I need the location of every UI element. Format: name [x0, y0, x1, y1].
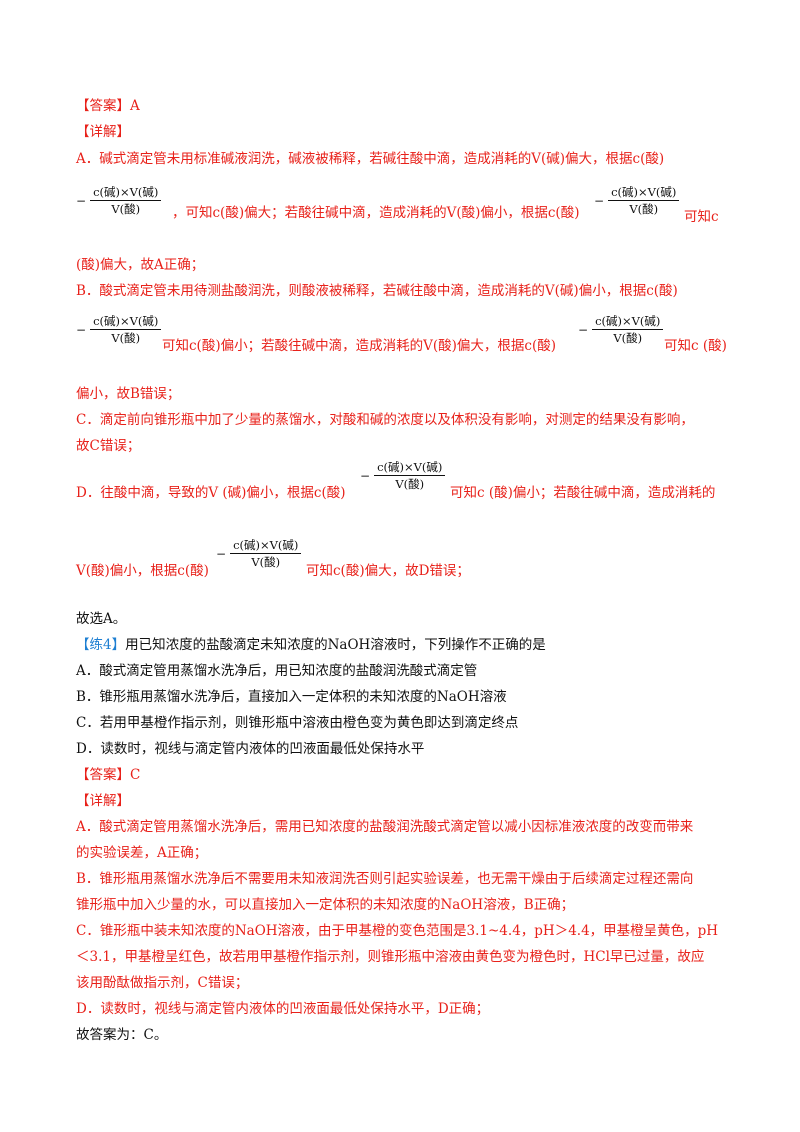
formula-minus: −	[578, 322, 589, 337]
explanation-q4-line: ＜3.1，甲基橙呈红色，故若用甲基橙作指示剂，则锥形瓶中溶液由黄色变为橙色时，H…	[76, 949, 705, 965]
formula-denominator: V(酸)	[111, 202, 141, 216]
formula-minus: −	[594, 193, 605, 208]
formula-denominator: V(酸)	[613, 331, 643, 345]
formula-fraction: − c(碱)×V(碱)V(酸)	[76, 185, 162, 216]
explanation-q4-line: C．锥形瓶中装未知浓度的NaOH溶液，由于甲基橙的变色范围是3.1~4.4，pH…	[76, 923, 719, 939]
option-d: D．读数时，视线与滴定管内液体的凹液面最低处保持水平	[76, 741, 425, 757]
explanation-a-line1: A．碱式滴定管未用标准碱液润洗，碱液被稀释，若碱往酸中滴，造成消耗的V(碱)偏大…	[76, 151, 665, 167]
conclusion-q3: 故选A。	[76, 611, 127, 627]
formula-numerator: c(碱)×V(碱)	[374, 460, 446, 476]
formula-fraction: − c(碱)×V(碱)V(酸)	[360, 460, 446, 491]
explanation-q4-line: B．锥形瓶用蒸馏水洗净后不需要用未知液润洗否则引起实验误差，也无需干燥由于后续滴…	[76, 871, 694, 887]
option-a: A．酸式滴定管用蒸馏水洗净后，用已知浓度的盐酸润洗酸式滴定管	[76, 663, 478, 679]
option-c: C．若用甲基橙作指示剂，则锥形瓶中溶液由橙色变为黄色即达到滴定终点	[76, 715, 519, 731]
formula-denominator: V(酸)	[251, 555, 281, 569]
explanation-a-line3: (酸)偏大，故A正确；	[76, 257, 205, 273]
explanation-b-line2: 可知c(酸)偏小；若酸往碱中滴，造成消耗的V(酸)偏大，根据c(酸)	[162, 338, 556, 354]
explanation-c-line1: C．滴定前向锥形瓶中加了少量的蒸馏水，对酸和碱的浓度以及体积没有影响，对测定的结…	[76, 412, 694, 428]
formula-denominator: V(酸)	[395, 477, 425, 491]
formula-numerator: c(碱)×V(碱)	[90, 314, 162, 330]
explanation-b-line3: 偏小，故B错误；	[76, 386, 181, 402]
practice-tag: 【练4】	[76, 637, 126, 653]
formula-fraction: − c(碱)×V(碱)V(酸)	[76, 314, 162, 345]
formula-minus: −	[360, 468, 371, 483]
explanation-d-line1: D．往酸中滴，导致的V (碱)偏小，根据c(酸)	[76, 485, 346, 501]
formula-fraction: − c(碱)×V(碱)V(酸)	[578, 314, 664, 345]
formula-numerator: c(碱)×V(碱)	[90, 185, 162, 201]
formula-denominator: V(酸)	[629, 202, 659, 216]
formula-fraction: − c(碱)×V(碱)V(酸)	[594, 185, 680, 216]
question-4-stem: 用已知浓度的盐酸滴定未知浓度的NaOH溶液时，下列操作不正确的是	[125, 637, 546, 653]
explanation-q4-line: 该用酚酞做指示剂，C错误；	[76, 975, 249, 991]
explanation-d-line1-end: 可知c (酸)偏小；若酸往碱中滴，造成消耗的	[450, 485, 716, 501]
explanation-q4-line: 的实验误差，A正确；	[76, 845, 208, 861]
explanation-q4-line: A．酸式滴定管用蒸馏水洗净后，需用已知浓度的盐酸润洗酸式滴定管以减小因标准液浓度…	[76, 819, 694, 835]
formula-minus: −	[76, 322, 87, 337]
conclusion-q4: 故答案为：C。	[76, 1027, 168, 1043]
formula-numerator: c(碱)×V(碱)	[230, 538, 302, 554]
explanation-d-line2: V(酸)偏小，根据c(酸)	[76, 563, 209, 579]
detail-heading-q4: 【详解】	[76, 793, 130, 809]
answer-label-q3: 【答案】A	[76, 98, 140, 114]
explanation-b-line2-end: 可知c (酸)	[664, 338, 727, 354]
formula-numerator: c(碱)×V(碱)	[592, 314, 664, 330]
formula-numerator: c(碱)×V(碱)	[608, 185, 680, 201]
formula-minus: −	[216, 546, 227, 561]
formula-denominator: V(酸)	[111, 331, 141, 345]
formula-fraction: − c(碱)×V(碱)V(酸)	[216, 538, 302, 569]
answer-label-q4: 【答案】C	[76, 767, 141, 783]
explanation-a-line2-end: 可知c	[684, 209, 719, 225]
detail-heading-q3: 【详解】	[76, 124, 130, 140]
explanation-q4-line: 锥形瓶中加入少量的水，可以直接加入一定体积的未知浓度的NaOH溶液，B正确；	[76, 897, 575, 913]
explanation-a-line2: ，可知c(酸)偏大；若酸往碱中滴，造成消耗的V(酸)偏小，根据c(酸)	[172, 205, 580, 221]
explanation-c-line2: 故C错误；	[76, 438, 141, 454]
formula-minus: −	[76, 193, 87, 208]
explanation-b-line1: B．酸式滴定管未用待测盐酸润洗，则酸液被稀释，若碱往酸中滴，造成消耗的V(碱)偏…	[76, 283, 678, 299]
question-4: 【练4】用已知浓度的盐酸滴定未知浓度的NaOH溶液时，下列操作不正确的是	[76, 636, 546, 654]
explanation-q4-line: D．读数时，视线与滴定管内液体的凹液面最低处保持水平，D正确；	[76, 1001, 490, 1017]
explanation-d-line2-end: 可知c(酸)偏大，故D错误；	[306, 563, 470, 579]
option-b: B．锥形瓶用蒸馏水洗净后，直接加入一定体积的未知浓度的NaOH溶液	[76, 689, 507, 705]
